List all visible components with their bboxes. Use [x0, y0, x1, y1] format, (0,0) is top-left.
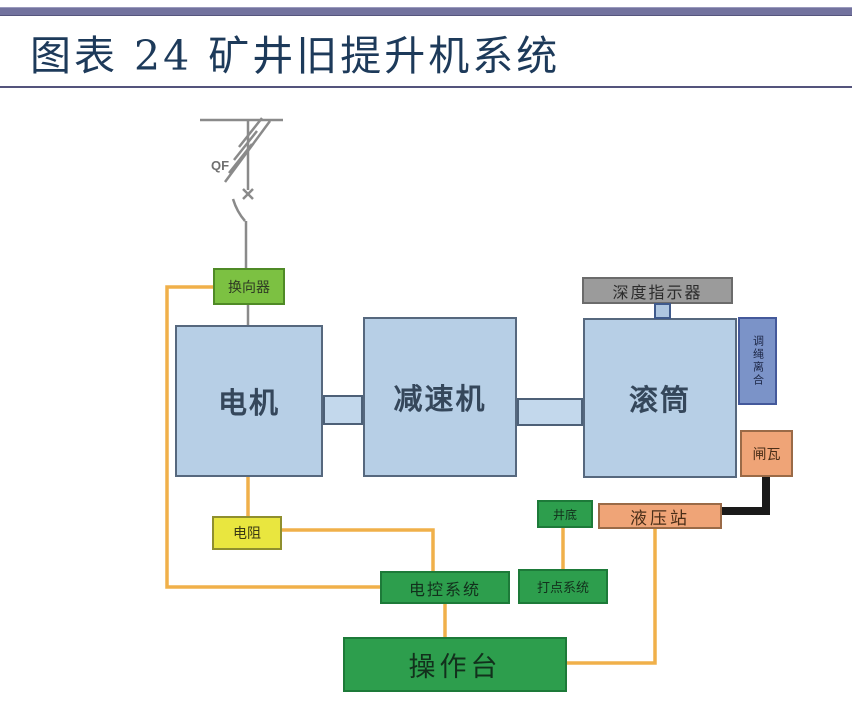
line-resistor-to-control — [282, 528, 435, 571]
figure-title: 图表 24 矿井旧提升机系统 — [30, 32, 561, 80]
shaft-coupling-2 — [517, 398, 583, 426]
title-rule — [0, 86, 852, 88]
breaker-label: QF — [211, 158, 229, 173]
reducer-box: 减速机 — [363, 317, 517, 477]
line-reverser-to-control — [165, 285, 380, 589]
hydraulic-station-box: 液压站 — [598, 503, 722, 529]
resistor-box: 电阻 — [212, 516, 282, 550]
line-hydraulic-to-console — [567, 529, 657, 665]
reverser-box: 换向器 — [213, 268, 285, 305]
top-accent-bar — [0, 7, 852, 16]
shaft-coupling-1 — [323, 395, 363, 425]
motor-box: 电机 — [175, 325, 323, 477]
brake-shoe-box: 闸瓦 — [740, 430, 793, 477]
shaft-bottom-box: 井底 — [537, 500, 593, 528]
rope-clutch-box: 调绳离合 — [738, 317, 777, 405]
circuit-breaker-symbol — [200, 117, 283, 325]
electric-control-box: 电控系统 — [380, 571, 510, 604]
depth-indicator-box: 深度指示器 — [582, 277, 733, 304]
operator-console-box: 操作台 — [343, 637, 567, 692]
line-brake-to-hydraulic — [722, 477, 770, 515]
drum-box: 滚筒 — [583, 318, 737, 478]
switch-blade — [231, 198, 246, 222]
signal-system-box: 打点系统 — [518, 569, 608, 604]
encoder-connector — [654, 303, 671, 319]
